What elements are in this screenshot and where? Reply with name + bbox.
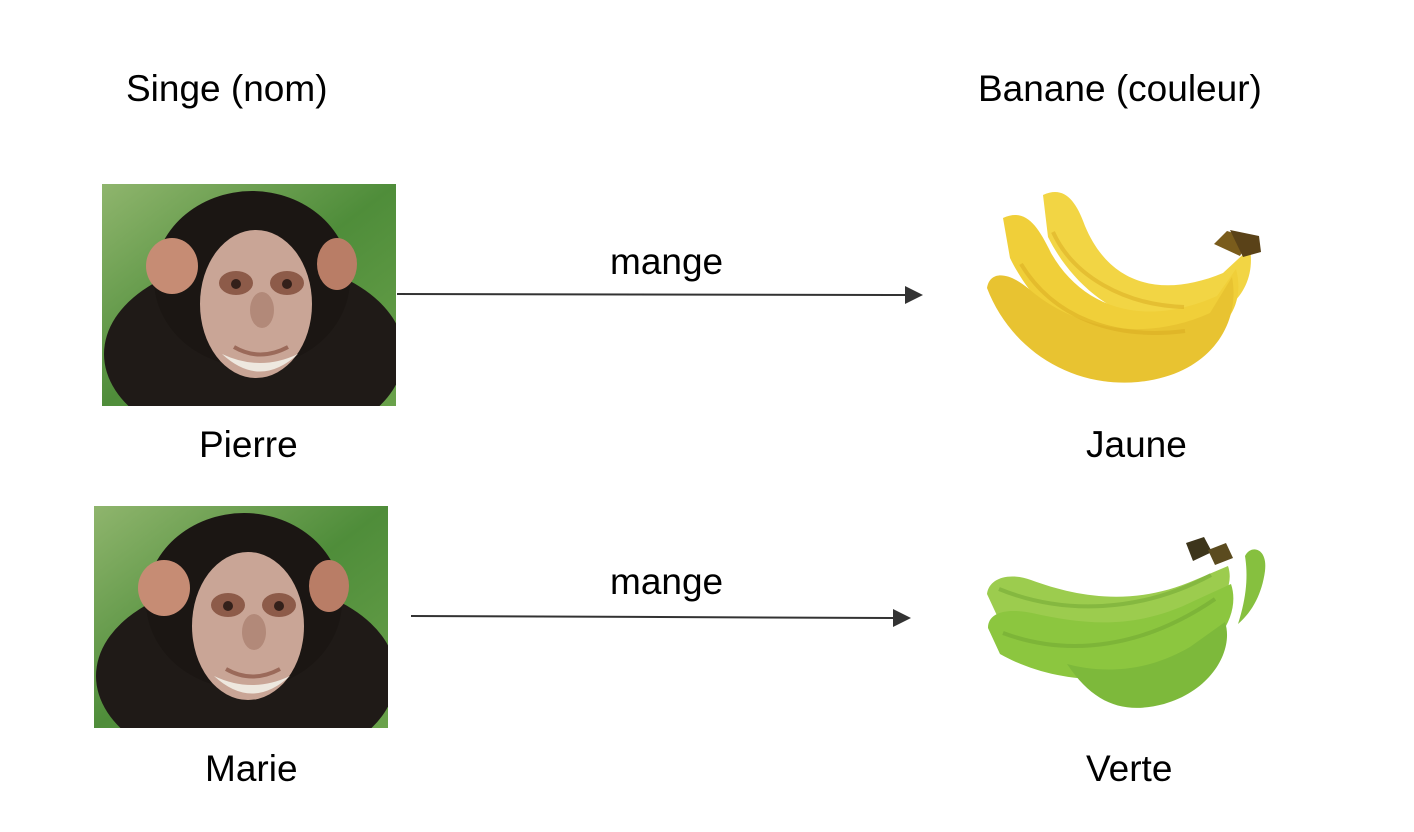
- banana-icon: [987, 192, 1261, 383]
- chimpanzee-icon: [102, 184, 396, 406]
- green-banana-photo: [975, 536, 1275, 726]
- object-value-2: Verte: [1086, 748, 1173, 789]
- chimpanzee-icon: [94, 506, 388, 728]
- right-column-header: Banane (couleur): [978, 68, 1262, 109]
- arrow-2: [410, 609, 911, 627]
- arrow-1: [396, 286, 923, 304]
- relation-label-1: mange: [610, 241, 724, 282]
- subject-name-2: Marie: [205, 748, 298, 789]
- chimpanzee-photo-pierre: [102, 184, 396, 406]
- relation-label-2: mange: [610, 561, 724, 602]
- yellow-banana-photo: [975, 178, 1275, 400]
- chimpanzee-photo-marie: [94, 506, 388, 728]
- subject-name-1: Pierre: [199, 424, 298, 465]
- left-column-header: Singe (nom): [126, 68, 328, 109]
- object-value-1: Jaune: [1086, 424, 1187, 465]
- banana-icon: [987, 537, 1266, 708]
